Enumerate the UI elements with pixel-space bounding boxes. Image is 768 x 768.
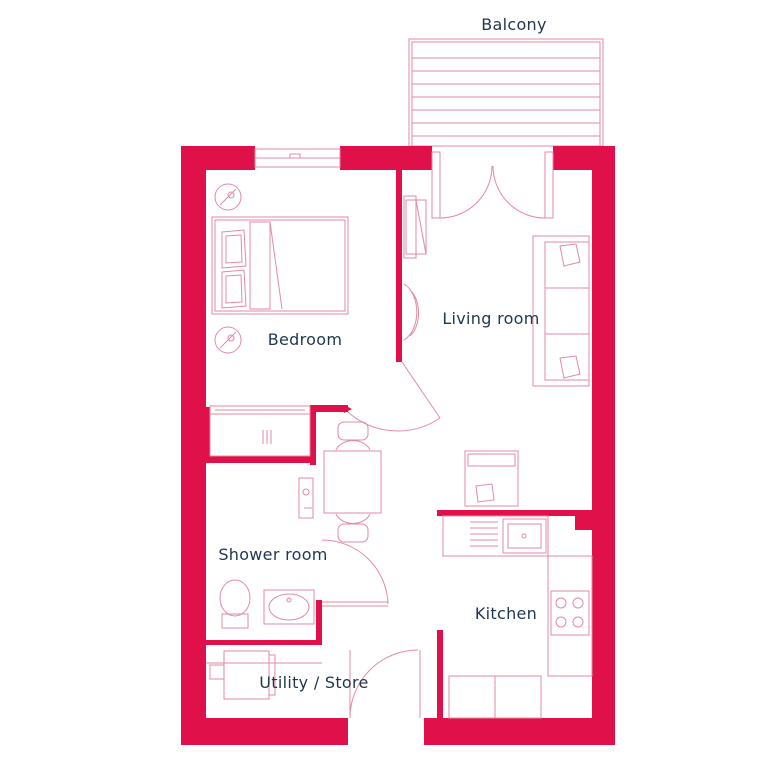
balcony-doors — [431, 151, 554, 219]
label-shower-room: Shower room — [218, 545, 327, 564]
utility-fixtures — [206, 649, 421, 718]
windows — [254, 148, 341, 168]
walls — [181, 146, 615, 745]
label-bedroom: Bedroom — [268, 330, 342, 349]
label-utility-store: Utility / Store — [259, 673, 368, 692]
shower-room-fixtures — [219, 477, 389, 629]
label-living-room: Living room — [442, 309, 539, 328]
label-balcony: Balcony — [481, 15, 547, 34]
label-kitchen: Kitchen — [475, 604, 537, 623]
bedroom-furniture — [209, 183, 441, 457]
balcony-area — [408, 38, 604, 147]
kitchen-fixtures — [442, 515, 593, 719]
living-room-furniture — [323, 195, 590, 543]
